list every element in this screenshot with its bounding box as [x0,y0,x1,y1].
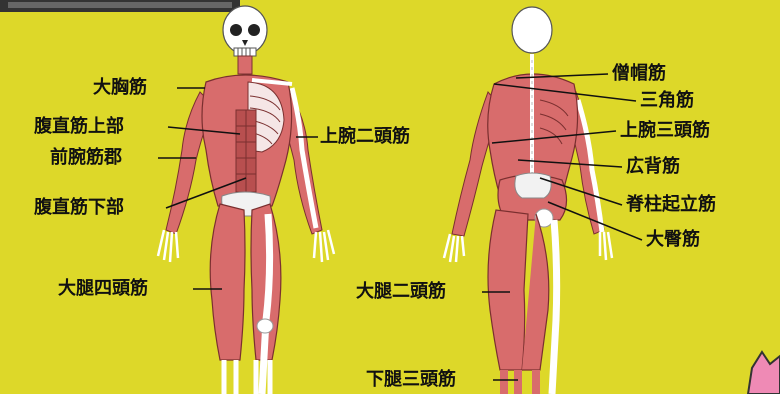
label-erector: 脊柱起立筋 [626,195,716,215]
label-lower-abs: 腹直筋下部 [34,198,124,218]
label-pectoralis: 大胸筋 [93,78,147,98]
label-trapezius: 僧帽筋 [612,64,666,84]
label-upper-abs: 腹直筋上部 [34,117,124,137]
label-biceps: 上腕二頭筋 [320,127,410,147]
back-figure [444,7,612,394]
label-hamstrings: 大腿二頭筋 [356,282,446,302]
label-gluteus: 大臀筋 [646,230,700,250]
label-triceps: 上腕三頭筋 [620,121,710,141]
front-figure [158,6,334,394]
label-latissimus: 広背筋 [626,157,680,177]
mascot-icon [748,352,780,394]
label-deltoid: 三角筋 [640,91,694,111]
label-forearm: 前腕筋郡 [50,148,122,168]
label-calf: 下腿三頭筋 [366,370,456,390]
label-quadriceps: 大腿四頭筋 [58,279,148,299]
